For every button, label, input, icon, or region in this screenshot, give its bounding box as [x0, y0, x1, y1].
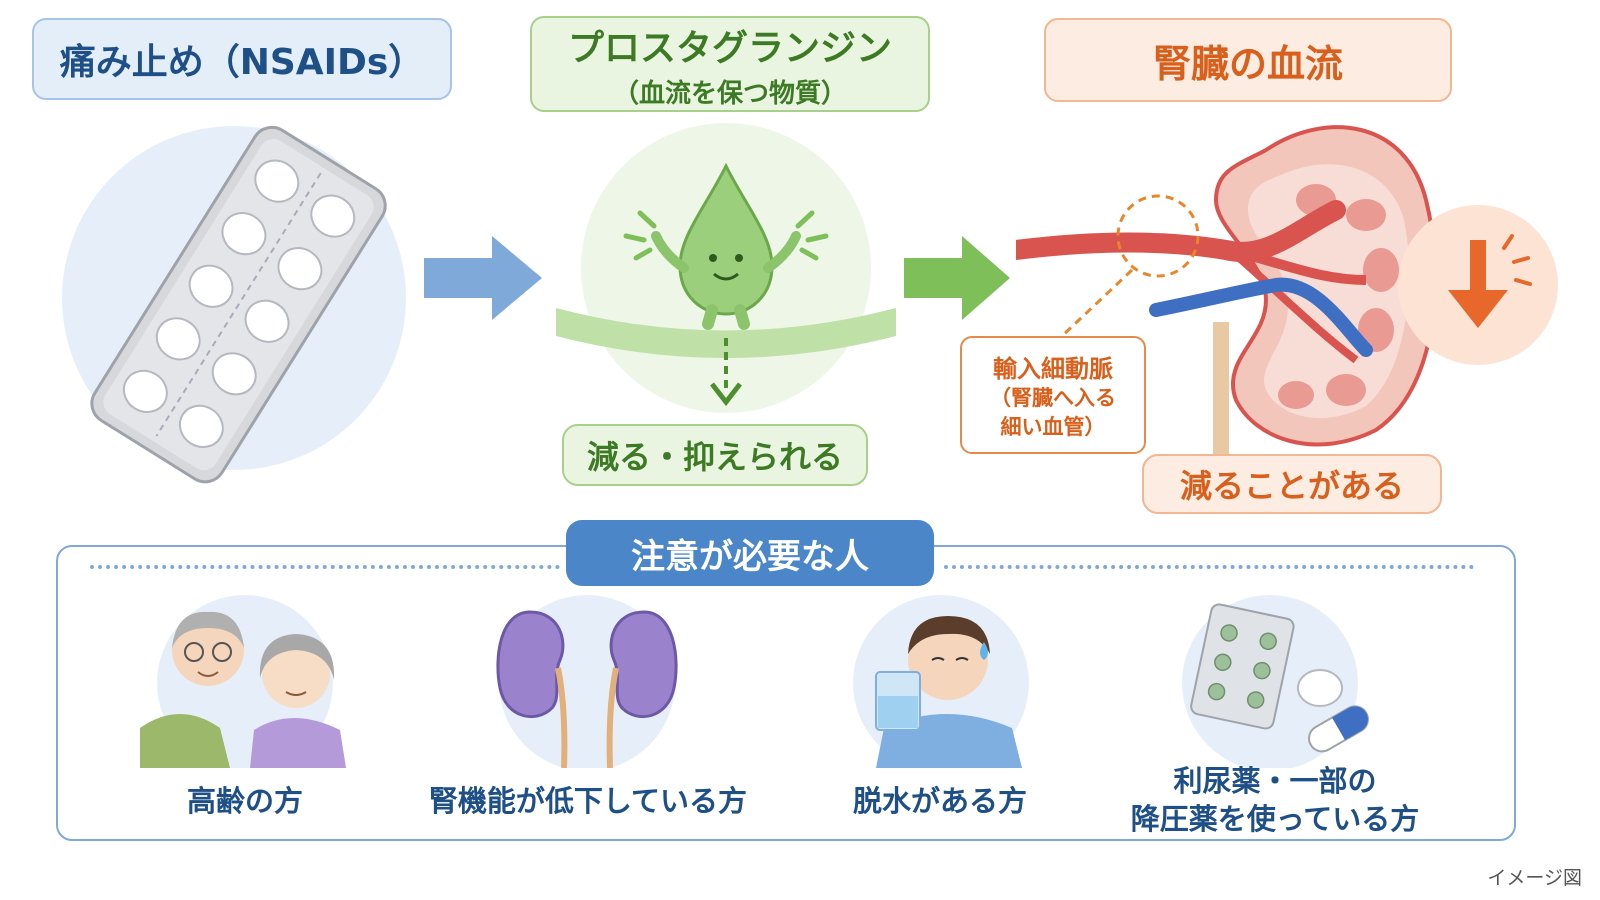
drinking-water-icon	[853, 595, 1029, 768]
image-note: イメージ図	[1487, 867, 1582, 889]
caption-elderly: 高齢の方	[186, 784, 303, 818]
prostaglandin-subtitle: （血流を保つ物質）	[612, 78, 847, 109]
kidneys-icon	[496, 595, 678, 768]
caption-medication-line-1: 利尿薬・一部の	[1173, 764, 1377, 798]
prostaglandin-title: プロスタグランジン	[567, 27, 892, 69]
caption-kidney-function: 腎機能が低下している方	[428, 784, 748, 818]
green-arrow-icon	[904, 236, 1010, 320]
caption-dehydration: 脱水がある方	[852, 784, 1027, 818]
elderly-couple-icon	[140, 595, 346, 768]
kidney-blood-vessel-icon	[1016, 125, 1558, 460]
nsaids-label: 痛み止め（NSAIDs）	[32, 18, 452, 100]
dotted-divider-left	[90, 565, 560, 569]
prostaglandin-label: プロスタグランジン （血流を保つ物質）	[530, 16, 930, 112]
arteriole-desc-1: （腎臓へ入る	[990, 385, 1116, 410]
afferent-arteriole-callout: 輸入細動脈 （腎臓へ入る 細い血管）	[960, 336, 1146, 454]
blue-arrow-icon	[424, 236, 542, 320]
kidney-reduced-text: 減ることがある	[1179, 467, 1404, 505]
caution-title: 注意が必要な人	[566, 520, 934, 586]
pill-blister-icon	[62, 125, 406, 484]
arteriole-desc-2: 細い血管）	[1000, 414, 1106, 439]
arteriole-name: 輸入細動脈	[993, 354, 1113, 383]
kidney-reduced-label: 減ることがある	[1142, 454, 1442, 514]
kidney-blood-flow-text: 腎臓の血流	[1152, 41, 1343, 86]
kidney-blood-flow-label: 腎臓の血流	[1044, 18, 1452, 102]
medication-icon	[1182, 595, 1369, 768]
caption-medication: 利尿薬・一部の 降圧薬を使っている方	[1110, 762, 1440, 838]
prostaglandin-reduced-label: 減る・抑えられる	[562, 424, 868, 486]
prostaglandin-drop-character-icon	[556, 123, 896, 413]
caption-medication-line-2: 降圧薬を使っている方	[1130, 802, 1420, 836]
dotted-divider-right	[944, 565, 1474, 569]
nsaids-label-text: 痛み止め（NSAIDs）	[59, 42, 425, 83]
prostaglandin-reduced-text: 減る・抑えられる	[586, 438, 843, 476]
